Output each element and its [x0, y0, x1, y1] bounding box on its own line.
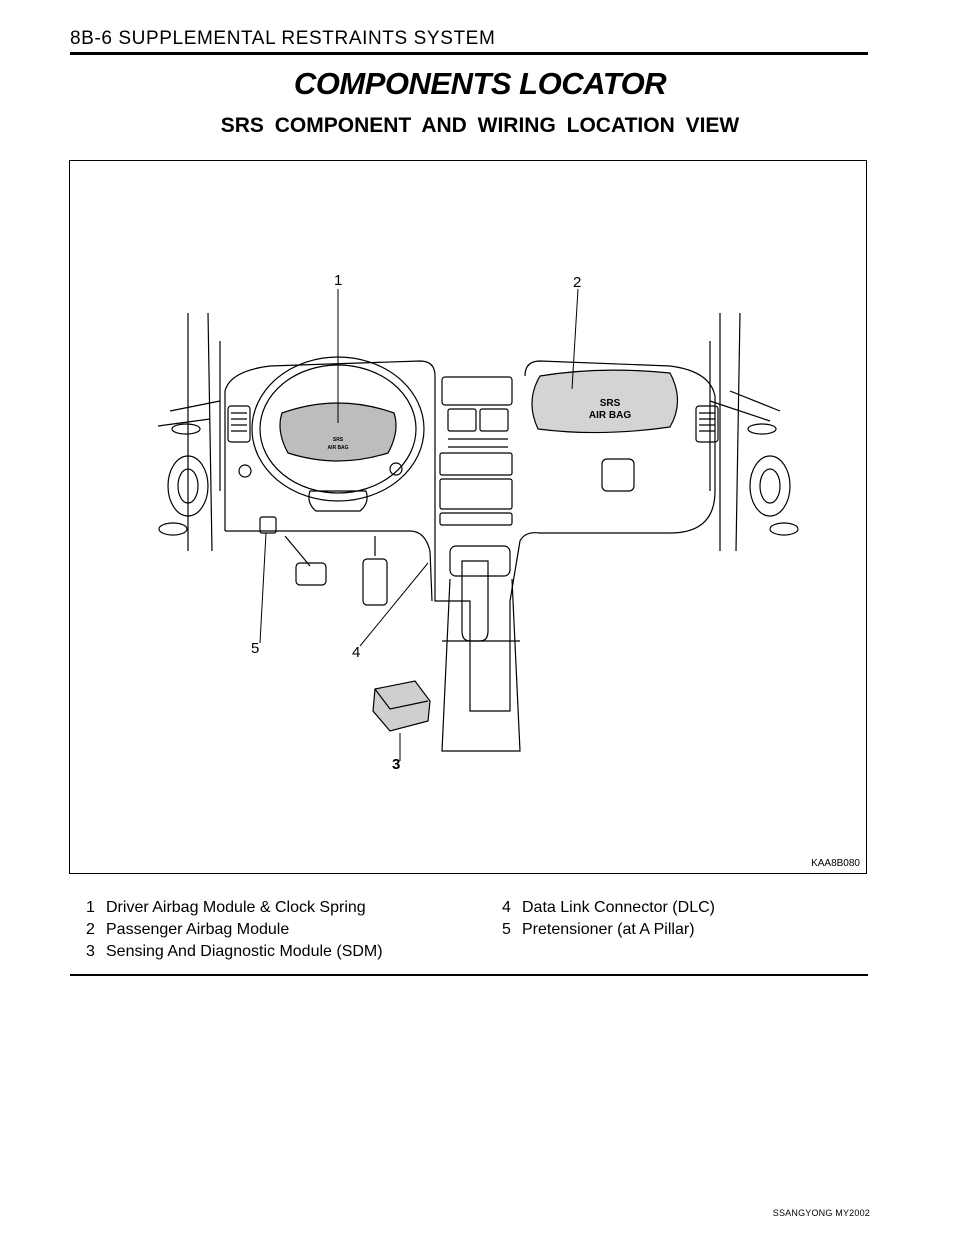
steering-wheel: SRS AIR BAG: [238, 356, 425, 512]
srs-component-figure: SRS AIR BAG SRS AIR BAG: [69, 160, 867, 874]
right-dash-vent: [695, 405, 719, 443]
right-a-pillar: [709, 312, 781, 552]
right-side-vent: [747, 423, 799, 536]
left-a-pillar: [157, 312, 221, 552]
passenger-airbag: SRS AIR BAG: [531, 369, 679, 434]
page-header: 8B-6 SUPPLEMENTAL RESTRAINTS SYSTEM: [70, 28, 496, 49]
bottom-rule: [70, 974, 868, 976]
gear-shifter: [441, 545, 521, 752]
callout-leader-4: [359, 562, 429, 647]
page-title: COMPONENTS LOCATOR: [293, 66, 667, 101]
sdm-module: [372, 680, 431, 732]
center-stack: [439, 376, 513, 526]
callout-1: 1: [334, 272, 342, 289]
page-subtitle: SRS COMPONENT AND WIRING LOCATION VIEW: [220, 114, 740, 137]
left-dash-vent: [227, 405, 251, 443]
callout-4: 4: [352, 644, 360, 661]
dashboard-outline: [224, 360, 716, 712]
left-side-vent: [158, 423, 209, 536]
header-rule: [70, 52, 868, 55]
dlc-connector: [259, 516, 277, 534]
glovebox-handle: [601, 458, 635, 492]
callout-2: 2: [573, 274, 581, 291]
dash-lower-edge: [225, 530, 433, 602]
callout-leaders: [259, 288, 579, 761]
callout-3: 3: [392, 756, 400, 773]
callout-leader-2: [571, 288, 579, 390]
passenger-airbag-label: AIR BAG: [589, 410, 631, 421]
callout-leader-5: [259, 532, 267, 644]
pedals: [284, 535, 388, 606]
page-footer: SSANGYONG MY2002: [772, 1208, 870, 1218]
callout-5: 5: [251, 640, 259, 657]
passenger-srs-label: SRS: [600, 398, 621, 409]
dashboard-illustration: SRS AIR BAG SRS AIR BAG: [157, 272, 799, 773]
figure-code: KAA8B080: [811, 858, 860, 869]
steering-srs-label: SRS: [333, 437, 344, 443]
steering-airbag-label: AIR BAG: [327, 445, 348, 451]
